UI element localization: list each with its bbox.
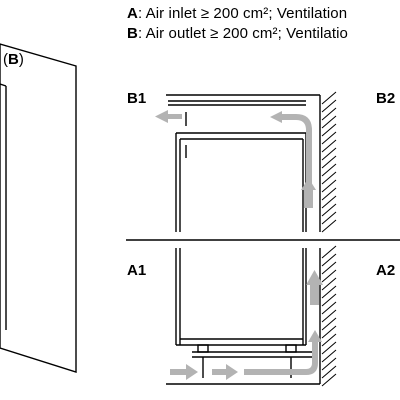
- label-b2: B2: [376, 90, 396, 107]
- outlet-arrow-left: [155, 110, 182, 123]
- hatch-line: [321, 187, 337, 201]
- hatch-line: [321, 171, 337, 185]
- hatch-line: [321, 139, 337, 153]
- hatch-line: [321, 349, 337, 363]
- hatch-line: [321, 277, 337, 291]
- hatch-line: [321, 245, 337, 259]
- label-b1: B1: [127, 90, 147, 107]
- hatch-line: [321, 211, 337, 225]
- hatch-line: [321, 309, 337, 323]
- hatch-line: [321, 301, 337, 315]
- vent-close-paren: ): [18, 51, 24, 68]
- wall-hatching: [321, 91, 337, 387]
- hatch-line: [321, 115, 337, 129]
- legend-b-key: B: [127, 25, 138, 42]
- hatch-line: [321, 333, 337, 347]
- hatch-line: [321, 325, 337, 339]
- hatch-line: [321, 99, 337, 113]
- hatch-line: [321, 373, 337, 387]
- airflow-arrows: [155, 110, 323, 380]
- bottom-section: [166, 248, 321, 385]
- inlet-arrow-right: [170, 364, 198, 380]
- legend-air-outlet: B: Air outlet ≥ 200 cm²; Ventilatio: [127, 25, 348, 42]
- outlet-flow-path: [270, 111, 316, 208]
- hatch-line: [321, 317, 337, 331]
- hatch-line: [321, 253, 337, 267]
- hatch-line: [321, 131, 337, 145]
- hatch-line: [321, 203, 337, 217]
- hatch-line: [321, 107, 337, 121]
- inlet-flow-path: [212, 330, 322, 380]
- legend-b-text: : Air outlet ≥ 200 cm²; Ventilatio: [137, 25, 349, 42]
- label-a2: A2: [376, 262, 396, 279]
- rising-flow-arrow: [306, 270, 323, 305]
- hatch-line: [321, 285, 337, 299]
- hatch-line: [321, 163, 337, 177]
- hatch-line: [321, 261, 337, 275]
- hatch-line: [321, 269, 337, 283]
- vent-label: (B): [3, 51, 24, 68]
- cabinet-side-view: [0, 43, 77, 373]
- vent-open-paren: (: [3, 51, 8, 68]
- hatch-line: [321, 155, 337, 169]
- hatch-line: [321, 219, 337, 233]
- legend-a-key: A: [127, 5, 138, 22]
- hatch-line: [321, 293, 337, 307]
- legend-air-inlet: A: Air inlet ≥ 200 cm²; Ventilation: [127, 5, 347, 22]
- hatch-line: [321, 341, 337, 355]
- label-a1: A1: [127, 262, 147, 279]
- hatch-line: [321, 123, 337, 137]
- legend-a-text: : Air inlet ≥ 200 cm²; Ventilation: [137, 5, 348, 22]
- hatch-line: [321, 195, 337, 209]
- hatch-line: [321, 357, 337, 371]
- hatch-line: [321, 365, 337, 379]
- hatch-line: [321, 179, 337, 193]
- hatch-line: [321, 147, 337, 161]
- vent-key: B: [8, 51, 19, 68]
- hatch-line: [321, 91, 337, 105]
